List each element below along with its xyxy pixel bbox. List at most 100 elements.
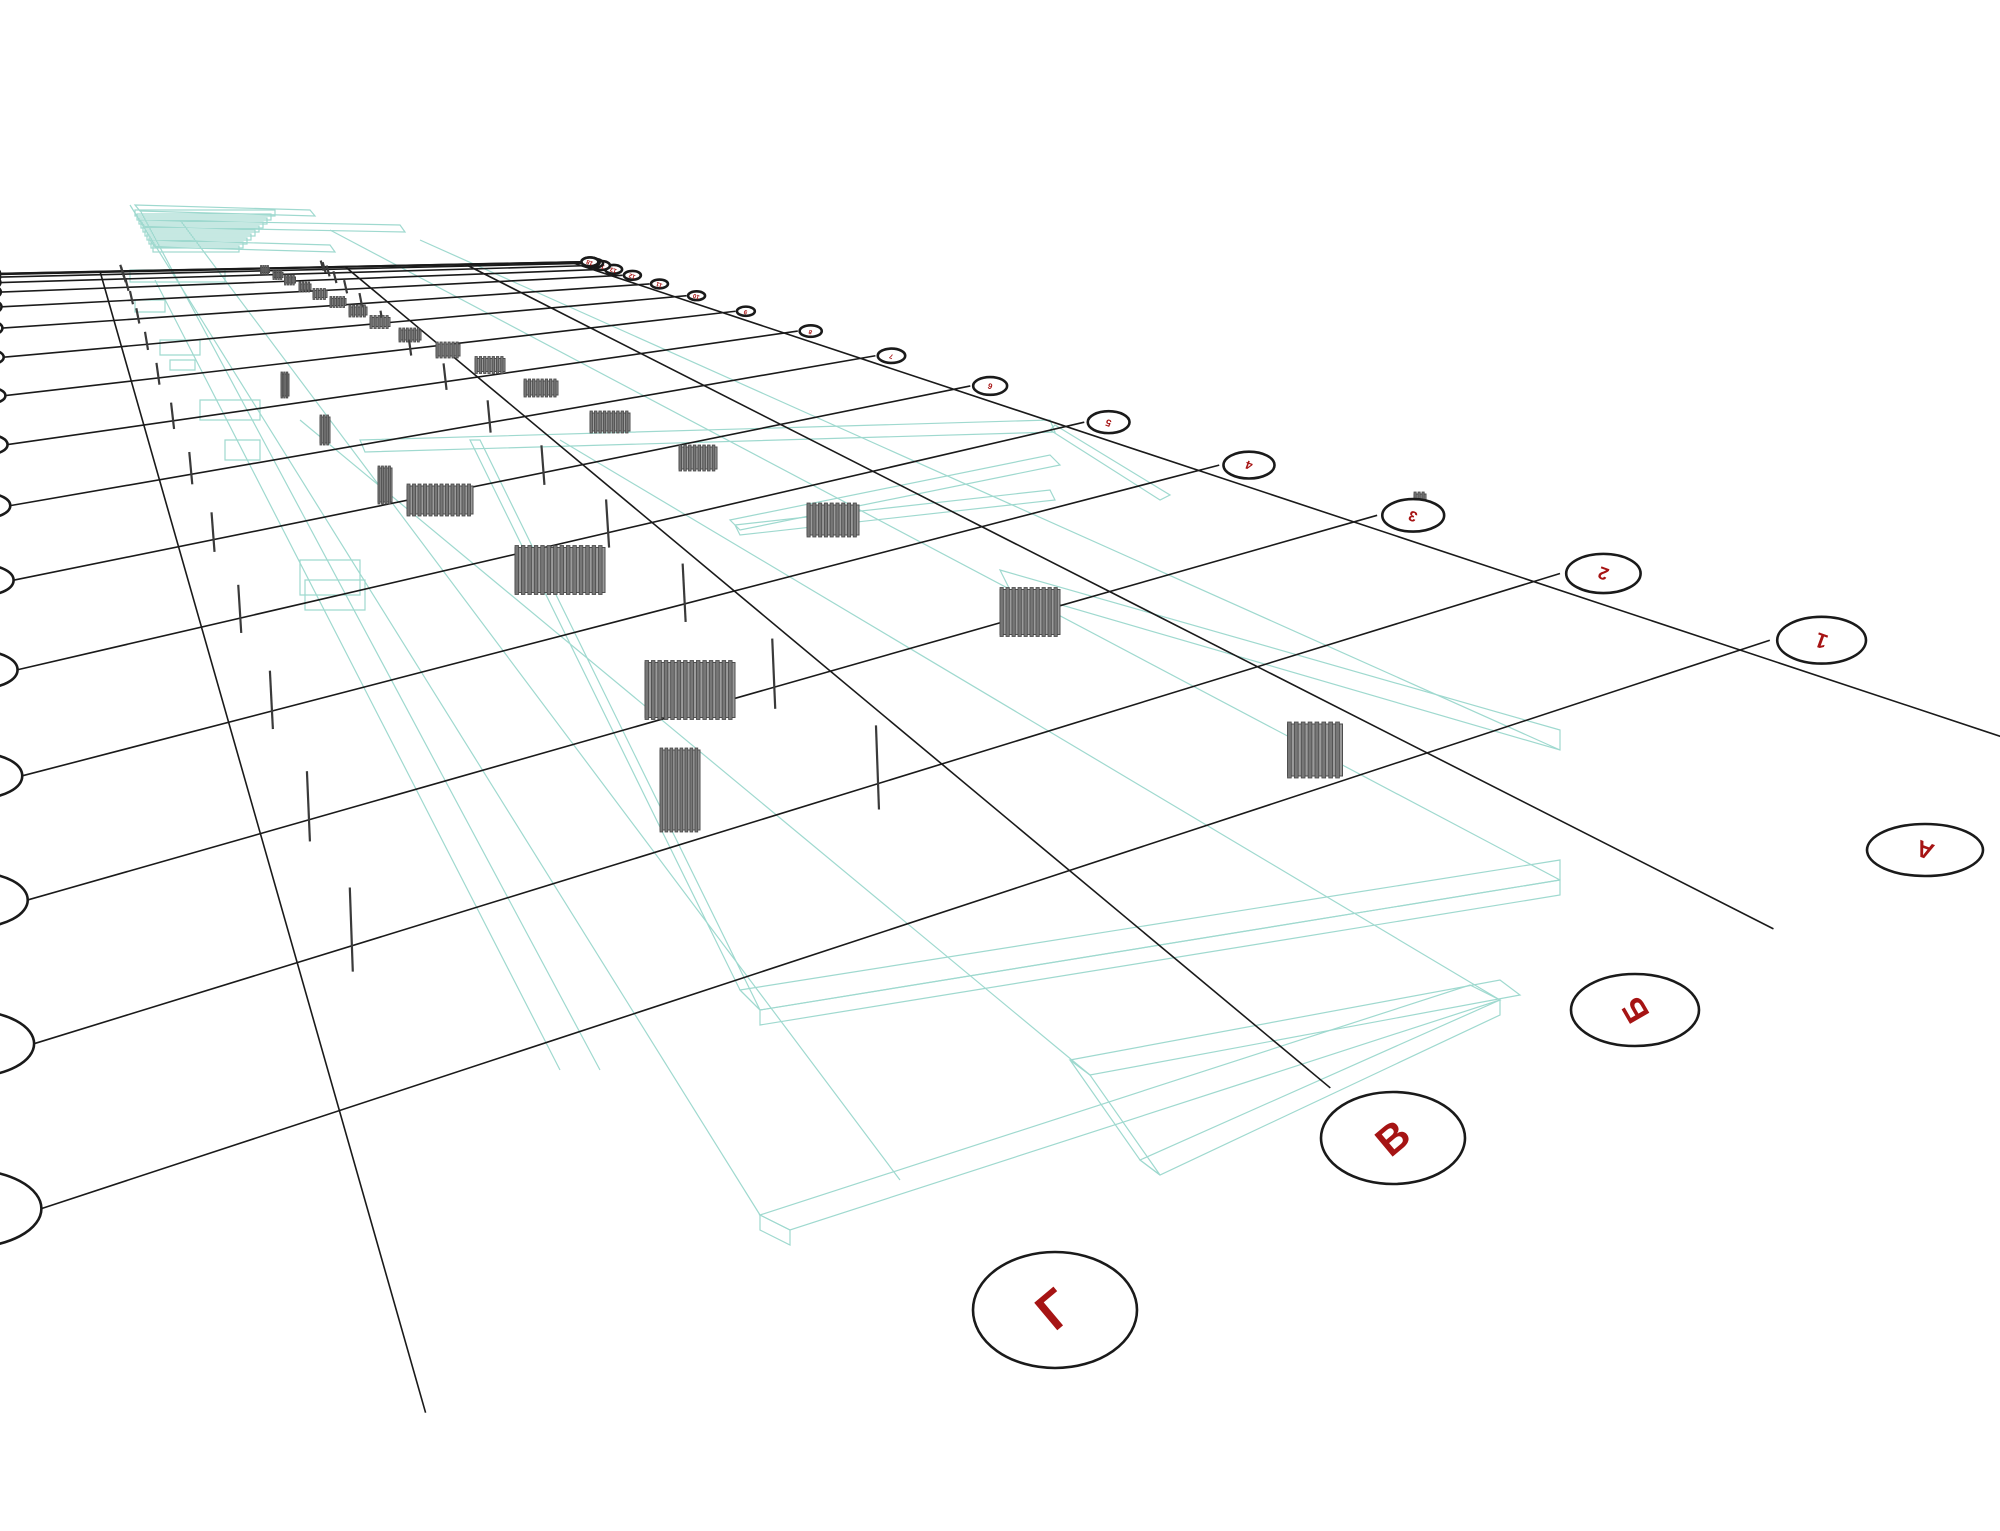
axis-bubble-cross-left: 4 bbox=[0, 754, 24, 797]
radiator-fin bbox=[683, 660, 688, 720]
radiator-fin bbox=[999, 587, 1004, 637]
radiator-fin bbox=[1328, 721, 1333, 779]
axis-bubble-cross-right: 9 bbox=[735, 305, 757, 318]
axis-bubble-long: Г bbox=[971, 1250, 1139, 1370]
wireframe-slab bbox=[738, 859, 1561, 1011]
wireframe-edge bbox=[329, 229, 1561, 881]
radiator-fin bbox=[455, 341, 459, 359]
radiator-fin bbox=[443, 341, 447, 359]
axis-bubble-outline bbox=[0, 494, 12, 517]
axis-bubble-outline bbox=[971, 375, 1009, 397]
grid-line-long bbox=[569, 261, 2000, 738]
radiator-fin bbox=[272, 270, 275, 280]
axis-bubble-cross-right: 2 bbox=[1564, 552, 1642, 595]
axis-bubble-cross-left: 1 bbox=[0, 1172, 43, 1245]
axis-bubble-outline bbox=[0, 1013, 36, 1075]
grid-line-cross bbox=[0, 261, 581, 275]
radiator-fin bbox=[536, 378, 540, 398]
radiator-fin bbox=[304, 281, 308, 293]
radiator-fin bbox=[412, 483, 416, 517]
radiator-fin bbox=[335, 296, 339, 308]
wireframe-slab bbox=[150, 241, 244, 249]
post bbox=[771, 638, 777, 709]
radiator-fin bbox=[474, 356, 478, 374]
axis-bubble-outline bbox=[1564, 552, 1642, 595]
radiator-fin bbox=[514, 545, 519, 595]
radiator-fin bbox=[598, 410, 602, 434]
radiator-fin bbox=[409, 327, 413, 343]
radiator-fin bbox=[711, 444, 716, 472]
radiator-fin bbox=[532, 378, 536, 398]
axis-bubble-outline bbox=[971, 1250, 1139, 1370]
wireframe-slab bbox=[133, 204, 317, 217]
radiator-fin bbox=[277, 270, 280, 280]
radiator-fin bbox=[413, 327, 417, 343]
radiator-fin bbox=[478, 356, 483, 374]
radiator-fin bbox=[591, 545, 597, 595]
axis-bubble-outline bbox=[0, 322, 4, 334]
post bbox=[155, 362, 161, 385]
radiator-fin bbox=[260, 265, 263, 275]
radiator-fin bbox=[377, 315, 381, 329]
radiator-fin bbox=[428, 483, 433, 517]
wireframe-edge bbox=[139, 209, 601, 1071]
radiator-fin bbox=[659, 747, 664, 833]
radiator-fin bbox=[283, 371, 286, 399]
radiator-fin bbox=[266, 265, 269, 275]
radiator-fin bbox=[312, 288, 316, 300]
radiator-fin bbox=[728, 660, 733, 720]
radiator-fin bbox=[262, 265, 265, 275]
post bbox=[442, 363, 448, 391]
post bbox=[874, 725, 881, 810]
radiator-fin bbox=[461, 483, 466, 517]
radiator-fin bbox=[402, 327, 406, 343]
radiator-fin bbox=[663, 660, 669, 720]
radiator-fin bbox=[818, 502, 823, 538]
radiator-icon bbox=[406, 483, 474, 517]
radiators bbox=[260, 265, 1427, 833]
grid-line-cross bbox=[1, 274, 623, 308]
axis-bubble-outline bbox=[1569, 972, 1701, 1048]
radiator-fin bbox=[806, 502, 811, 538]
wireframe-slab bbox=[142, 225, 260, 233]
radiator-icon bbox=[260, 265, 270, 275]
axis-bubble-cross-right: 8 bbox=[798, 324, 824, 339]
axis-bubble-outline bbox=[1865, 822, 1985, 878]
radiator-fin bbox=[377, 465, 381, 505]
axis-bubble-cross-left: 7 bbox=[0, 494, 12, 517]
radiator-fin bbox=[566, 545, 571, 595]
axis-bubble-cross-right: 1 bbox=[1775, 615, 1868, 665]
radiator-icon bbox=[806, 502, 860, 538]
axis-bubble-cross-right: 6 bbox=[971, 375, 1009, 397]
radiator-fin bbox=[696, 660, 701, 720]
radiator-fin bbox=[456, 483, 460, 517]
post bbox=[237, 584, 243, 634]
wireframe-slab bbox=[1138, 999, 1501, 1176]
radiator-icon bbox=[312, 288, 328, 300]
radiator-fin bbox=[553, 378, 557, 398]
radiator-fin bbox=[280, 371, 283, 399]
radiator-fin bbox=[316, 288, 319, 300]
radiator-fin bbox=[355, 304, 359, 318]
axis-bubble-outline bbox=[0, 566, 15, 595]
radiator-fin bbox=[1300, 721, 1306, 779]
vertical-posts bbox=[119, 260, 881, 972]
axis-bubble-cross-right: 12 bbox=[622, 269, 643, 282]
radiator-fin bbox=[670, 660, 675, 720]
radiator-fin bbox=[373, 315, 377, 329]
radiator-fin bbox=[679, 747, 684, 833]
wireframe-slab bbox=[169, 359, 196, 371]
radiator-fin bbox=[439, 483, 444, 517]
radiator-icon bbox=[377, 465, 393, 505]
radiator-fin bbox=[1053, 587, 1058, 637]
wireframe-slab bbox=[138, 217, 268, 225]
grid-line-cross bbox=[0, 264, 592, 284]
axis-bubble-outline bbox=[1222, 450, 1276, 480]
axis-bubble-cross-left: 5 bbox=[0, 652, 19, 687]
axis-bubble-label: 13 bbox=[609, 265, 618, 273]
radiator-fin bbox=[1047, 587, 1052, 637]
axis-bubble-outline bbox=[1380, 497, 1446, 533]
radiator-fin bbox=[284, 274, 287, 286]
radiator-fin bbox=[398, 327, 402, 343]
